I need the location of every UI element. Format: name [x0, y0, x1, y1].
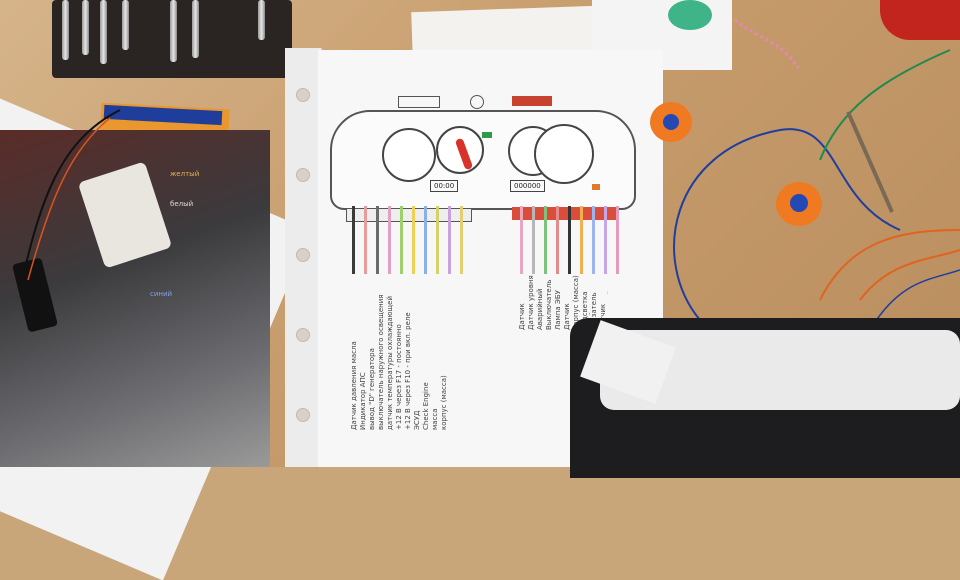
wire	[556, 206, 559, 274]
indicator-symbol	[398, 96, 440, 108]
wire-bundle-left	[348, 206, 468, 276]
orange-wire	[859, 249, 960, 301]
black-wire	[19, 109, 121, 291]
blue-wire	[869, 269, 960, 331]
wire	[400, 206, 403, 274]
punch-hole	[296, 328, 310, 342]
temperature-gauge	[436, 126, 484, 174]
screwdriver-bit	[62, 0, 69, 60]
screwdriver-bit	[82, 0, 89, 55]
cluster-wiring-photo: желтый белый синий	[0, 130, 270, 467]
wire	[460, 206, 463, 274]
wire-label: синий	[150, 290, 173, 298]
screwdriver-bit	[192, 0, 199, 58]
screwdriver-case	[52, 0, 292, 78]
odometer-display: 000000	[510, 180, 545, 192]
wire	[376, 206, 379, 274]
orange-wire	[819, 229, 960, 301]
connector-block-right	[512, 207, 616, 220]
warning-light-icon	[592, 184, 600, 190]
orange-knob	[776, 182, 822, 226]
wire-label: белый	[170, 200, 194, 208]
wire	[532, 206, 535, 274]
speedometer-gauge	[534, 124, 594, 184]
wire	[412, 206, 415, 274]
punch-hole	[296, 88, 310, 102]
loose-wires	[19, 18, 960, 331]
bead-string	[734, 18, 800, 69]
punch-hole	[296, 408, 310, 422]
orange-knob	[650, 102, 692, 142]
tachometer-gauge	[382, 128, 436, 182]
blue-wire	[673, 128, 901, 321]
wire-bundle-right	[514, 206, 624, 276]
indicator-symbol	[470, 95, 484, 109]
punch-hole	[296, 168, 310, 182]
wire	[388, 206, 391, 274]
screwdriver-bit	[170, 0, 177, 62]
toy-figure	[668, 0, 712, 30]
punch-hole	[296, 248, 310, 262]
instrument-cluster-diagram: 00:00 000000	[330, 110, 636, 210]
wire-label: желтый	[170, 170, 200, 178]
wire	[520, 206, 523, 274]
orange-wire	[27, 117, 111, 281]
wire	[616, 206, 619, 274]
screwdriver-bit	[122, 0, 129, 50]
wire	[436, 206, 439, 274]
wire	[604, 206, 607, 274]
wire	[592, 206, 595, 274]
screwdriver-bit	[258, 0, 265, 40]
wire	[364, 206, 367, 274]
wire	[448, 206, 451, 274]
turn-signal-icon	[482, 132, 492, 138]
indicator-symbol	[512, 96, 552, 106]
screwdriver-bit	[100, 0, 107, 64]
wire	[352, 206, 355, 274]
wire	[580, 206, 583, 274]
wire	[568, 206, 571, 274]
knob-center	[790, 194, 808, 212]
green-wire	[819, 49, 951, 161]
wire	[544, 206, 547, 274]
red-object	[880, 0, 960, 40]
clock-display: 00:00	[430, 180, 459, 192]
wire	[424, 206, 427, 274]
knob-center	[663, 114, 679, 130]
screwdriver	[846, 111, 894, 213]
